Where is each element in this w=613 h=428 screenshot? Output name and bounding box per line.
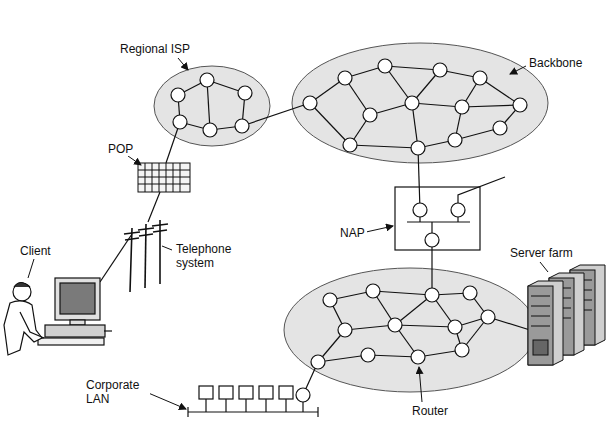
client-computer <box>38 278 112 345</box>
network-link <box>100 66 530 417</box>
server-rack <box>528 265 605 365</box>
callout-label: Telephone system <box>174 242 240 270</box>
router-node <box>171 59 527 402</box>
callout-label: Corporate LAN <box>84 378 150 406</box>
network-cloud <box>154 43 548 392</box>
callout-label: NAP <box>338 226 367 240</box>
callout-label: Regional ISP <box>118 42 192 56</box>
callout-label: Router <box>410 404 450 418</box>
callout-label: Backbone <box>527 56 584 70</box>
callout-label: Server farm <box>508 246 575 260</box>
lan-host <box>199 386 293 399</box>
pop-box <box>138 163 190 192</box>
callout-label: Client <box>18 244 53 258</box>
person <box>4 283 44 356</box>
telephone-pole <box>124 220 168 292</box>
callout-label: POP <box>106 142 135 156</box>
leader-line <box>28 58 548 409</box>
nap-box <box>395 187 480 250</box>
